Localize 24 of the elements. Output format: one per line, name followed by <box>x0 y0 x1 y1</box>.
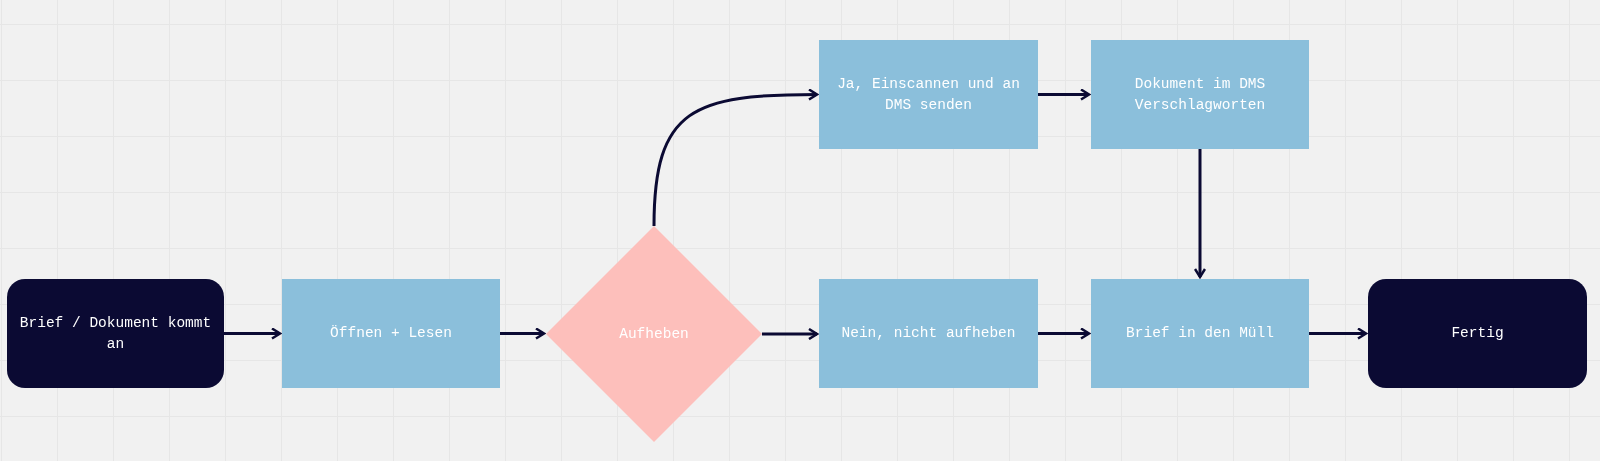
arrow <box>500 327 546 340</box>
node-label: Ja, Einscannen und an DMS senden <box>836 74 1021 115</box>
arrow <box>1038 327 1091 340</box>
node-label: Brief in den Müll <box>1126 324 1274 343</box>
process-box <box>819 40 1038 149</box>
arrow <box>1309 327 1368 340</box>
arrow <box>652 88 819 227</box>
node-label: Brief / Dokument kommt an <box>18 313 213 354</box>
node-label: Nein, nicht aufheben <box>841 324 1016 343</box>
process-box <box>819 279 1038 388</box>
arrow <box>224 327 282 340</box>
terminal-box <box>7 279 224 388</box>
node-label: Aufheben <box>619 324 689 344</box>
arrow <box>1193 149 1207 279</box>
arrow <box>1038 88 1091 101</box>
terminal-box <box>1368 279 1587 388</box>
node-label: Fertig <box>1451 324 1504 343</box>
process-box <box>282 279 500 388</box>
process-box <box>1091 279 1309 388</box>
decision-diamond <box>546 226 762 442</box>
node-label: Dokument im DMS Verschlagworten <box>1133 74 1267 115</box>
process-box <box>1091 40 1309 149</box>
node-label: Öffnen + Lesen <box>330 324 452 343</box>
arrow <box>762 327 819 341</box>
